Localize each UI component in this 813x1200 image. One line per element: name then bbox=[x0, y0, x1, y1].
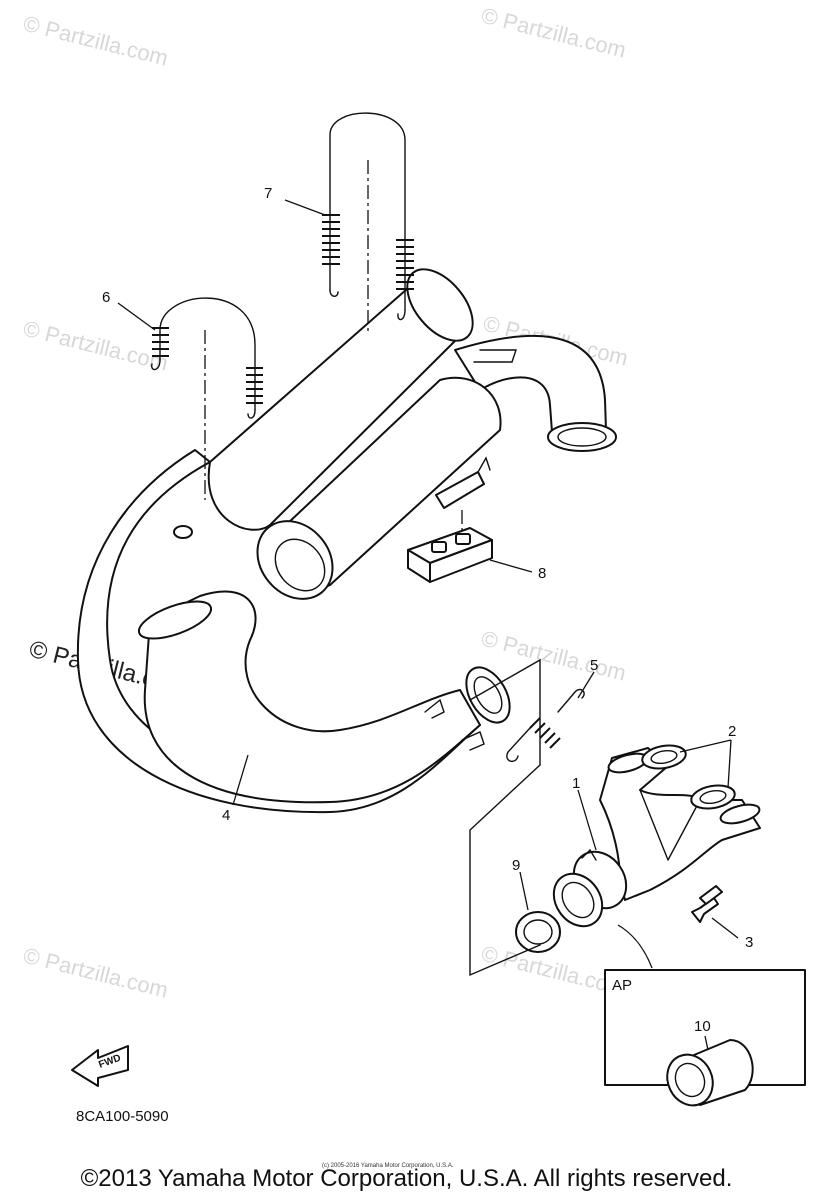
callouts: 7 6 8 5 4 2 1 3 9 bbox=[102, 185, 753, 969]
inset-label: AP bbox=[612, 977, 632, 994]
callout-10: 10 bbox=[694, 1018, 711, 1035]
bolt-3 bbox=[691, 885, 723, 923]
footer-copyright: ©2013 Yamaha Motor Corporation, U.S.A. A… bbox=[80, 1165, 733, 1192]
watermark: © Partzilla.com bbox=[479, 626, 629, 686]
fwd-arrow-icon: FWD bbox=[71, 1045, 129, 1087]
callout-3: 3 bbox=[745, 934, 753, 951]
callout-9: 9 bbox=[512, 857, 520, 874]
gasket-9 bbox=[515, 911, 561, 953]
gaskets-2 bbox=[641, 744, 736, 810]
callout-7: 7 bbox=[264, 185, 272, 202]
spring-7 bbox=[322, 112, 414, 321]
watermark: © Partzilla.com bbox=[479, 3, 629, 63]
callout-1: 1 bbox=[572, 775, 580, 792]
watermark: © Partzilla.com bbox=[21, 11, 171, 71]
muffler-assembly bbox=[76, 268, 617, 814]
callout-6: 6 bbox=[102, 289, 110, 306]
damper-8 bbox=[407, 527, 493, 583]
callout-5: 5 bbox=[590, 657, 598, 674]
spring-5 bbox=[506, 688, 585, 763]
inset-ap: AP 10 bbox=[604, 969, 806, 1107]
small-copyright: (c) 2005-2016 Yamaha Motor Corporation, … bbox=[322, 1163, 454, 1169]
part-code: 8CA100-5090 bbox=[76, 1108, 169, 1125]
assembly-lines bbox=[204, 160, 541, 977]
exhaust-pipe-1 bbox=[552, 747, 761, 928]
callout-2: 2 bbox=[728, 723, 736, 740]
callout-4: 4 bbox=[222, 807, 230, 824]
callout-8: 8 bbox=[538, 565, 546, 582]
spring-6 bbox=[151, 297, 263, 419]
watermark: © Partzilla.com bbox=[21, 943, 171, 1003]
